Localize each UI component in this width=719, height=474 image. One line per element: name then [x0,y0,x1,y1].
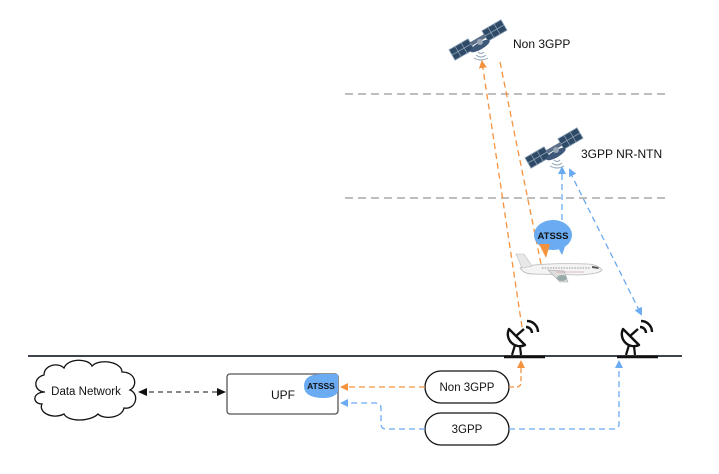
satellite-icon [448,19,508,61]
non3gpp-downlink-path [499,61,542,265]
ntn-satellite-label: 3GPP NR-NTN [581,147,662,161]
upf-label: UPF [271,388,295,402]
3gpp-access-label: 3GPP [452,424,483,436]
non3gpp-access-label: Non 3GPP [440,382,495,394]
non3gpp-to-dish-path [509,360,525,388]
3gpp-to-upf-path [340,399,425,430]
atsss-aircraft-badge: ATSSS [534,220,572,258]
satellite-dish-icon [506,319,540,357]
cloud-icon [34,359,137,421]
satellite-dish-icon [620,319,654,357]
non3gpp-satellite-label: Non 3GPP [513,37,570,51]
data-network-label: Data Network [51,386,121,398]
non3gpp-uplink-path [478,60,523,328]
svg-text:ATSSS: ATSSS [307,381,335,391]
atsss-upf-badge: ATSSS [304,374,338,398]
satellite-icon [524,127,584,169]
svg-text:ATSSS: ATSSS [538,231,569,242]
ntn-to-ground-path [569,171,642,316]
airplane-icon [515,253,603,283]
ntn-sat-arrowhead-path [569,168,577,178]
3gpp-to-dish-path [509,360,623,430]
